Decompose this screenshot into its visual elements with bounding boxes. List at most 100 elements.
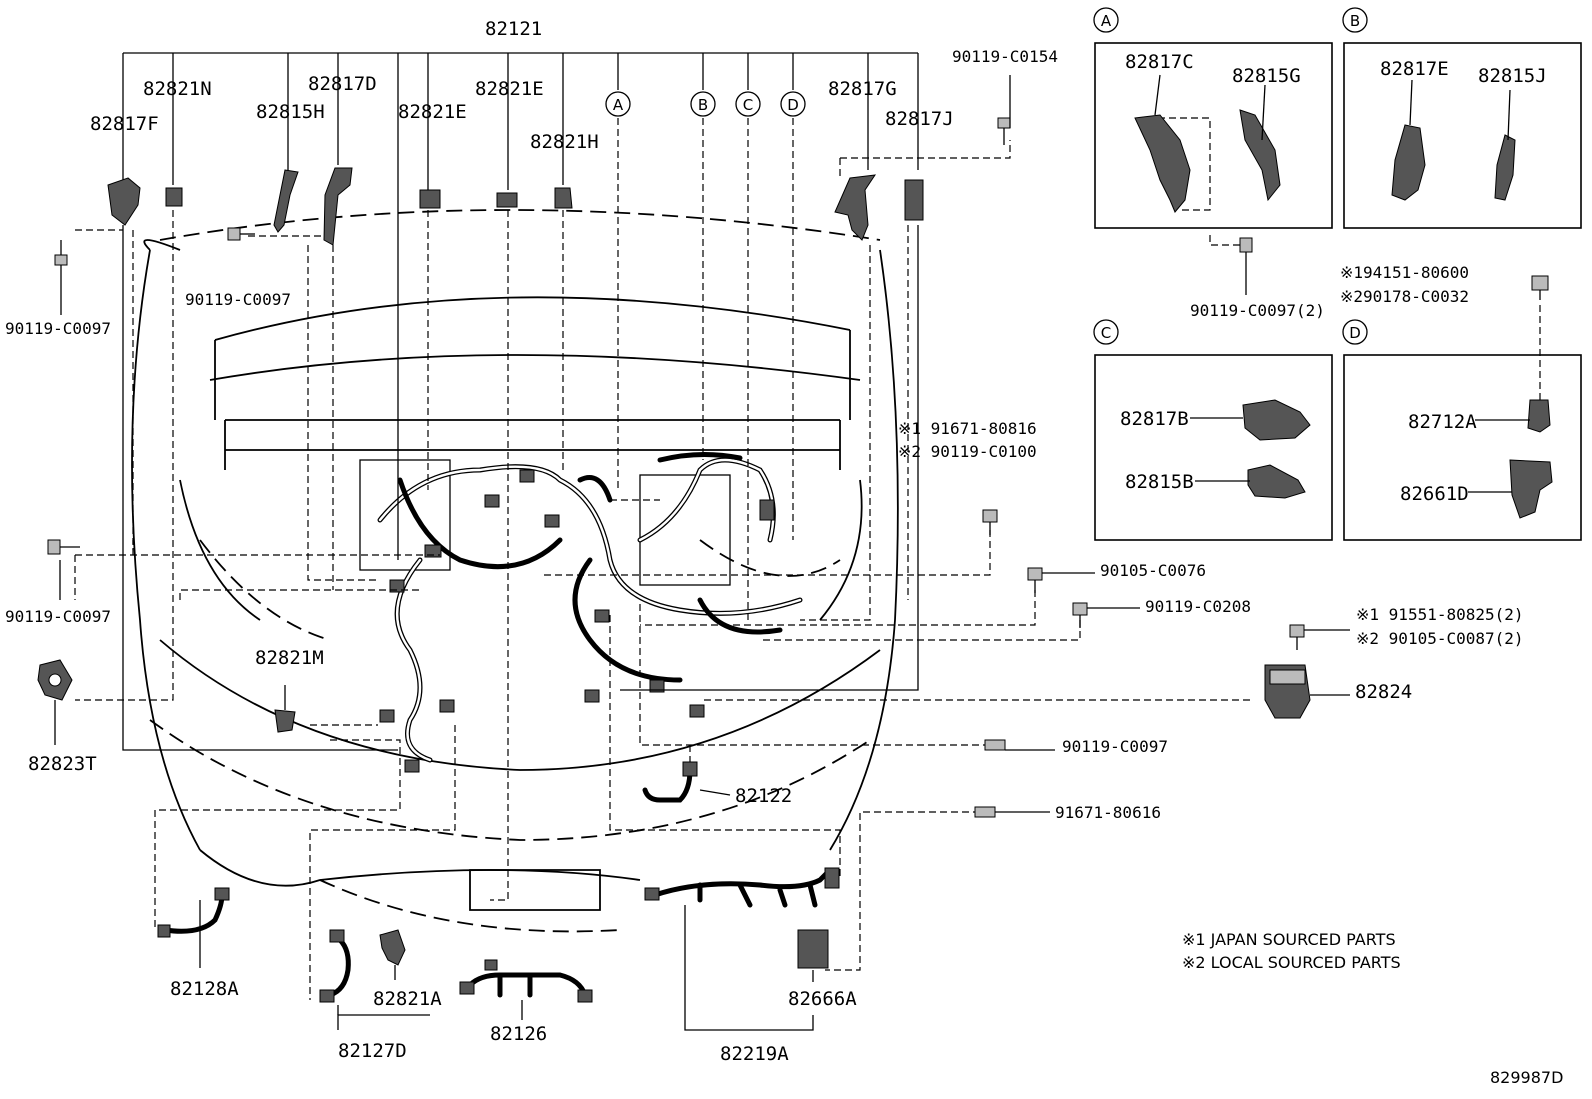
callout-c-main xyxy=(735,91,761,117)
relay-82666a-icon xyxy=(797,929,829,969)
label-91671-80616: 91671-80616 xyxy=(1055,803,1161,822)
clip-82821m-icon xyxy=(274,709,296,733)
label-82821n: 82821N xyxy=(143,78,212,100)
bolt-90119c0097-mid-icon xyxy=(47,539,80,555)
label-82817f: 82817F xyxy=(90,113,159,135)
label-82666a: 82666A xyxy=(788,988,857,1010)
bolt-91671-80816-icon xyxy=(982,509,998,535)
bolt-90119c0097-lower-icon xyxy=(984,739,1006,751)
leader-lines-top xyxy=(122,52,919,751)
label-82815b: 82815B xyxy=(1125,471,1194,493)
callout-d-label: D xyxy=(787,96,799,114)
bracket-82817e-icon xyxy=(1391,124,1426,201)
label-82824: 82824 xyxy=(1355,681,1412,703)
note-local-sourced: ※2 LOCAL SOURCED PARTS xyxy=(1182,953,1401,972)
connector-82821e-left-icon xyxy=(419,189,441,209)
label-94151-80600: ※194151-80600 xyxy=(1340,263,1469,282)
detail-box-c: C xyxy=(1093,319,1333,541)
label-90105-c0076: 90105-C0076 xyxy=(1100,561,1206,580)
label-82126: 82126 xyxy=(490,1023,547,1045)
label-90119-c0097-2: 90119-C0097(2) xyxy=(1190,301,1325,320)
harness-82219a-icon xyxy=(644,887,660,901)
bracket-82817g-icon xyxy=(834,174,877,241)
harness-82128a-icon xyxy=(214,887,230,901)
label-82815h: 82815H xyxy=(256,101,325,123)
detail-d-callout: D xyxy=(1349,324,1361,342)
clip-82817j-icon xyxy=(904,179,924,221)
bracket-82817d-icon xyxy=(323,167,353,246)
label-82823t: 82823T xyxy=(28,753,97,775)
lower-parts xyxy=(37,539,1006,1003)
label-82817b: 82817B xyxy=(1120,408,1189,430)
dashed-leaders xyxy=(74,117,1541,1000)
label-90119-c0097-lower: 90119-C0097 xyxy=(1062,737,1168,756)
nut-94151-80600-icon xyxy=(1531,275,1549,291)
note-japan-sourced: ※1 JAPAN SOURCED PARTS xyxy=(1182,930,1396,949)
bracket-82815j-icon xyxy=(1494,134,1516,201)
bracket-82817c-icon xyxy=(1134,114,1191,213)
label-82815j: 82815J xyxy=(1478,65,1547,87)
cover-82817b-icon xyxy=(1242,399,1311,441)
label-90119-c0100: ※2 90119-C0100 xyxy=(898,442,1037,461)
bolt-90119c0208-icon xyxy=(1072,602,1088,628)
callout-circles-main: A B C D xyxy=(605,91,806,117)
label-82712a: 82712A xyxy=(1408,411,1477,433)
label-82817c: 82817C xyxy=(1125,51,1194,73)
right-parts xyxy=(982,509,1311,719)
label-82817d: 82817D xyxy=(308,73,377,95)
connector-82821e-right-icon xyxy=(496,192,518,208)
label-82821a: 82821A xyxy=(373,988,442,1010)
bolt-91671-80616-icon xyxy=(974,806,996,818)
label-82127d: 82127D xyxy=(338,1040,407,1062)
label-82815g: 82815G xyxy=(1232,65,1301,87)
engine-room-main-harness xyxy=(359,451,803,773)
connector-82821h-icon xyxy=(554,187,573,209)
callout-b-label: B xyxy=(698,96,708,114)
connector-82821n-icon xyxy=(165,187,183,207)
detail-box-d: D xyxy=(1342,275,1582,541)
part-labels: 82121 82821N 82817F 82815H 82817D 82821E… xyxy=(5,18,1547,1065)
detail-a-callout: A xyxy=(1101,12,1112,30)
sensor-82122-icon xyxy=(682,761,698,777)
harness-82126-icon xyxy=(459,981,475,995)
label-82128a: 82128A xyxy=(170,978,239,1000)
detail-b-callout: B xyxy=(1350,12,1360,30)
bracket-82815g-icon xyxy=(1239,109,1281,202)
detail-box-b: B xyxy=(1342,7,1582,229)
connector-82821a-icon xyxy=(379,929,406,966)
label-leaders xyxy=(54,75,1541,1031)
cover-82815b-icon xyxy=(1247,464,1306,499)
label-82817g: 82817G xyxy=(828,78,897,100)
label-82121: 82121 xyxy=(485,18,542,40)
label-90119-c0208: 90119-C0208 xyxy=(1145,597,1251,616)
label-82821e-right: 82821E xyxy=(475,78,544,100)
callout-a-main xyxy=(605,91,631,117)
top-parts xyxy=(54,117,1011,266)
label-82821e-left: 82821E xyxy=(398,101,467,123)
label-90119-c0154: 90119-C0154 xyxy=(952,47,1058,66)
illustration-id: 829987D xyxy=(1490,1068,1563,1087)
label-90119-c0097-top: 90119-C0097 xyxy=(185,290,291,309)
callout-c-label: C xyxy=(743,96,753,114)
label-82821m: 82821M xyxy=(255,647,324,669)
vehicle-body-outline xyxy=(131,209,899,933)
label-90119-c0097-left: 90119-C0097 xyxy=(5,319,111,338)
label-91671-80816: ※1 91671-80816 xyxy=(898,419,1037,438)
label-90119-c0097-mid: 90119-C0097 xyxy=(5,607,111,626)
bracket-82815h-icon xyxy=(273,169,299,233)
label-90178-c0032: ※290178-C0032 xyxy=(1340,287,1469,306)
callout-a-label: A xyxy=(613,96,624,114)
label-91551-80825: ※1 91551-80825(2) xyxy=(1356,605,1524,624)
clamp-82712a-icon xyxy=(1527,399,1551,433)
callout-d-main xyxy=(780,91,806,117)
bolt-90119c0154-icon xyxy=(997,117,1011,145)
bracket-82661d-icon xyxy=(1509,459,1553,519)
detail-c-callout: C xyxy=(1101,324,1111,342)
label-82122: 82122 xyxy=(735,785,792,807)
label-82219a: 82219A xyxy=(720,1043,789,1065)
clip-82817f-icon xyxy=(107,177,141,226)
bolt-91551-80825-icon xyxy=(1289,624,1305,650)
label-82821h: 82821H xyxy=(530,131,599,153)
label-82817j: 82817J xyxy=(885,108,954,130)
bolt-90119c0097-top-icon xyxy=(227,227,255,241)
